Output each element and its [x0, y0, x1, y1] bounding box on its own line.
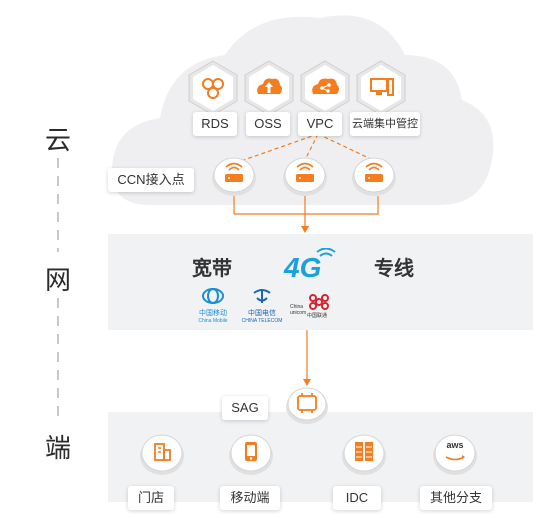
china-telecom-logo-icon: [253, 289, 271, 303]
cloud-shape: [111, 15, 494, 206]
china-unicom-logo-icon: [309, 294, 329, 310]
vpc-icon: [300, 60, 350, 116]
oss-upload-icon: [244, 60, 294, 116]
signal-icon: [316, 248, 336, 257]
vpc-link-mid: [304, 133, 319, 161]
broadband-label: 宽带: [192, 258, 232, 280]
carrier-china-mobile: 中国移动 China Mobile: [193, 287, 233, 327]
carrier-china-telecom: 中国电信 CHINA TELECOM: [240, 287, 284, 327]
sag-device-icon: [286, 387, 328, 424]
china-mobile-name: 中国移动: [199, 310, 227, 317]
router-icon: [283, 157, 327, 196]
service-label-vpc: VPC: [298, 112, 342, 136]
logo-4g: 4G: [282, 248, 342, 284]
aws-badge-text: aws: [446, 440, 464, 450]
carrier-china-unicom: China unicom 中国联通: [290, 292, 340, 326]
store-icon: [140, 434, 184, 475]
cloud-service-icons: [188, 60, 406, 116]
side-label-edge: 端: [44, 434, 71, 464]
network-to-sag-arrow: [303, 379, 311, 386]
sag-label: SAG: [222, 396, 268, 420]
china-telecom-name: 中国电信: [248, 310, 276, 317]
endpoint-label-mobile: 移动端: [220, 486, 280, 510]
ccn-connector: [233, 196, 379, 215]
china-mobile-en: China Mobile: [198, 318, 228, 324]
china-mobile-logo-icon: [202, 288, 224, 304]
mobile-icon: [229, 434, 273, 475]
vpc-link-right: [317, 133, 374, 161]
central-management-icon: [356, 60, 406, 116]
router-icon: [212, 157, 256, 196]
logo-4g-text: 4G: [284, 252, 322, 283]
vpc-link-left: [237, 133, 319, 163]
side-label-cloud: 云: [44, 126, 71, 156]
rds-icon: [188, 60, 238, 116]
endpoint-label-store: 门店: [128, 486, 174, 510]
service-label-oss: OSS: [246, 112, 290, 136]
router-icon: [352, 157, 396, 196]
dedicated-line-label: 专线: [374, 258, 414, 280]
endpoint-label-idc: IDC: [333, 486, 381, 510]
endpoint-icons: [140, 434, 477, 475]
china-unicom-en: China unicom: [290, 304, 307, 316]
aws-icon: [433, 434, 477, 475]
service-label-central-management: 云端集中管控: [350, 112, 420, 136]
ccn-label: CCN接入点: [108, 168, 194, 192]
endpoint-label-other-branch: 其他分支: [420, 486, 492, 510]
service-label-rds: RDS: [193, 112, 237, 136]
china-telecom-en: CHINA TELECOM: [241, 318, 283, 324]
side-label-network: 网: [44, 266, 71, 296]
server-icon: [342, 434, 386, 475]
ccn-to-network-arrow: [301, 226, 309, 233]
china-unicom-name: 中国联通: [307, 313, 328, 319]
ccn-routers: [212, 157, 396, 196]
